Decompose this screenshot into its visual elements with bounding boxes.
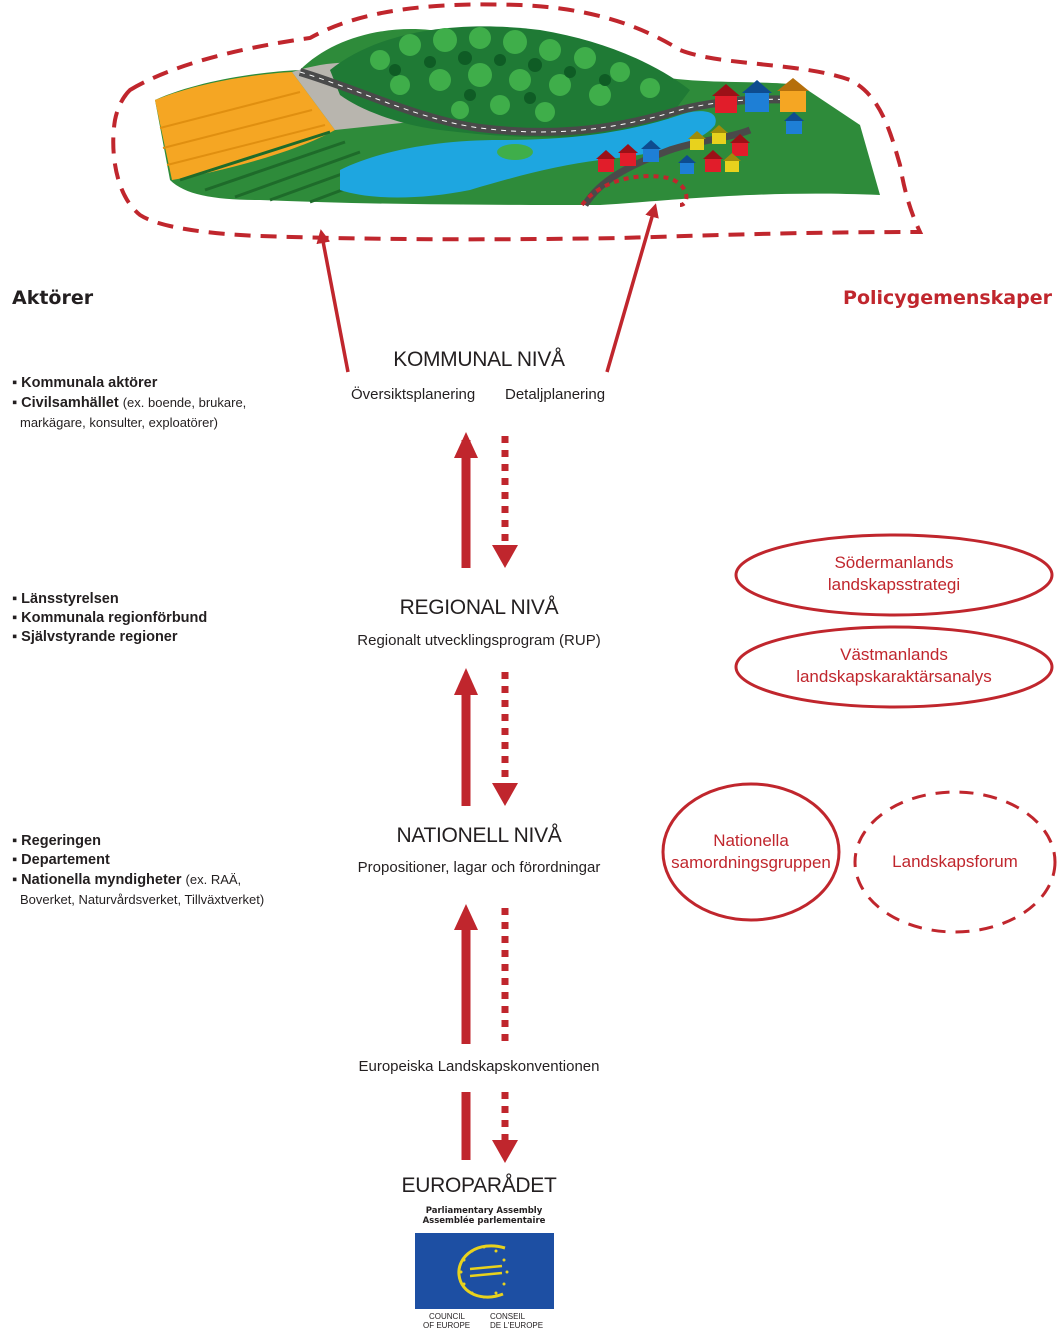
oval-sodermanland [734,533,1054,617]
policy-nationella-line1: Nationella [713,831,789,850]
actor-item: ▪ Regeringen [12,833,101,849]
coe-council-en-2: OF EUROPE [423,1321,471,1330]
policy-vastmanland-line1: Västmanlands [840,645,948,664]
actors-kommunal: ▪ Kommunala aktörer ▪ Civilsamhället (ex… [12,374,312,432]
actors-nationell: ▪ Regeringen ▪ Departement ▪ Nationella … [12,832,332,909]
actor-item: ▪ Departement [12,852,110,868]
oval-vastmanland [734,625,1054,709]
arrowhead-up-2 [454,668,478,695]
arrowhead-up-3 [454,904,478,930]
council-of-europe-logo [415,1233,554,1309]
policy-landskapsforum: Landskapsforum [892,852,1018,871]
convention-label: Europeiska Landskapskonventionen [358,1058,600,1075]
coe-council-en-1: COUNCIL [429,1312,466,1321]
coe-council-en: COUNCIL OF EUROPE [423,1312,470,1330]
actor-item: ▪ Kommunala aktörer [12,375,158,391]
regional-title: REGIONAL NIVÅ [399,596,559,619]
arrowhead-down-4 [492,1140,518,1163]
arrowhead-up-1 [454,432,478,458]
policy-nationella: Nationella samordningsgruppen [663,830,839,874]
policy-header: Policygemenskaper [843,287,1052,309]
policy-vastmanland: Västmanlands landskapskaraktärsanalys [736,644,1052,688]
europa-title: EUROPARÅDET [401,1174,557,1197]
policy-sodermanland-line2: landskapsstrategi [827,575,961,594]
kommunal-title: KOMMUNAL NIVÅ [393,348,565,371]
oval-landskapsforum [853,790,1057,934]
actors-header: Aktörer [12,287,94,309]
nationell-title: NATIONELL NIVÅ [396,824,562,847]
arrowhead-down-1 [492,545,518,568]
policy-sodermanland: Södermanlands landskapsstrategi [736,552,1052,596]
actor-item: ▪ Civilsamhället (ex. boende, brukare, [12,395,247,411]
coe-council-fr: CONSEIL DE L'EUROPE [490,1312,543,1330]
arrow-kommunal-left [316,229,350,373]
actor-item: ▪ Länsstyrelsen [12,591,119,607]
actors-regional: ▪ Länsstyrelsen ▪ Kommunala regionförbun… [12,590,312,647]
oval-nationella [661,782,841,922]
landscape-illustration [155,26,880,207]
policy-sodermanland-line1: Södermanlands [834,553,954,572]
coe-parliamentary-assembly: Parliamentary Assembly Assemblée parleme… [384,1206,584,1226]
actor-item-continuation: Boverket, Naturvårdsverket, Tillväxtverk… [20,892,265,907]
nationell-sub: Propositioner, lagar och förordningar [357,859,601,876]
landscape-boundary [111,2,924,242]
coe-council-fr-1: CONSEIL [490,1312,526,1321]
policy-vastmanland-line2: landskapskaraktärsanalys [796,667,992,686]
actor-item: ▪ Nationella myndigheter (ex. RAÄ, [12,872,242,888]
policy-nationella-line2: samordningsgruppen [671,853,831,872]
arrow-kommunal-right [605,203,659,373]
actor-item-continuation: markägare, konsulter, exploatörer) [20,415,218,430]
actor-item: ▪ Kommunala regionförbund [12,610,208,626]
coe-pa-line1: Parliamentary Assembly [425,1206,543,1216]
kommunal-sub-right: Detaljplanering [505,386,606,403]
actor-item: ▪ Självstyrande regioner [12,629,178,645]
regional-sub: Regionalt utvecklingsprogram (RUP) [357,632,601,649]
coe-pa-line2: Assemblée parlementaire [422,1216,546,1226]
arrowhead-down-2 [492,783,518,806]
coe-council-fr-2: DE L'EUROPE [490,1321,544,1330]
kommunal-sub-left: Översiktsplanering [351,386,476,403]
